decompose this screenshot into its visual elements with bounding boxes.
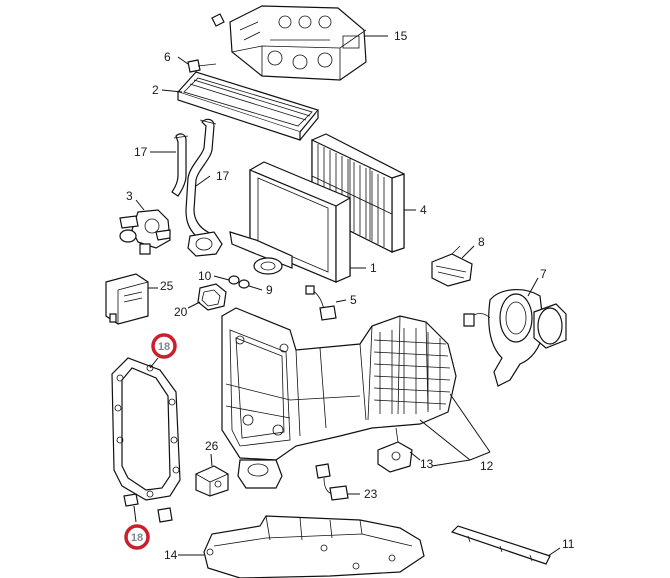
- label-18-bottom: 18: [131, 532, 143, 544]
- label-9: 9: [266, 283, 273, 297]
- label-20: 20: [174, 305, 188, 319]
- part-10-o-ring: [228, 275, 240, 285]
- label-7: 7: [540, 267, 547, 281]
- label-11: 11: [562, 537, 575, 551]
- label-12: 12: [480, 459, 494, 473]
- label-1: 1: [370, 261, 377, 275]
- label-15: 15: [394, 29, 408, 43]
- part-6-screw: [187, 59, 217, 73]
- label-18-top: 18: [158, 341, 170, 353]
- label-13: 13: [420, 457, 434, 471]
- part-18-gasket-frame: [111, 357, 181, 523]
- part-11-strip: [450, 525, 551, 565]
- part-25-module: [105, 273, 149, 325]
- part-5-sensor: [305, 285, 337, 321]
- label-26: 26: [205, 439, 219, 453]
- part-14-lower-housing: [203, 515, 425, 578]
- highlight-marker-top[interactable]: 18: [151, 333, 177, 359]
- label-8: 8: [478, 235, 485, 249]
- label-6: 6: [164, 50, 171, 64]
- label-23: 23: [364, 487, 378, 501]
- part-20-gasket: [197, 283, 227, 311]
- part-26-actuator: [195, 465, 229, 497]
- part-23-sensor: [315, 463, 349, 501]
- label-2: 2: [152, 83, 159, 97]
- part-12-hvac-housing: [221, 307, 457, 489]
- part-3-water-valve: [119, 209, 171, 255]
- label-14: 14: [164, 548, 178, 562]
- part-7-blower-motor: [463, 289, 567, 387]
- label-17-lower: 17: [216, 169, 230, 183]
- part-9-o-ring: [238, 279, 250, 289]
- part-8-resistor: [431, 245, 473, 287]
- part-15-control-unit: [211, 5, 367, 81]
- part-1-evaporator: [229, 161, 351, 283]
- part-17-heater-hoses: [171, 118, 223, 257]
- label-4: 4: [420, 203, 427, 217]
- label-5: 5: [350, 293, 357, 307]
- part-13-actuator: [377, 427, 413, 473]
- label-10: 10: [198, 269, 212, 283]
- label-17-upper: 17: [134, 145, 148, 159]
- highlight-marker-bottom[interactable]: 18: [124, 524, 150, 550]
- part-2-heater-core: [176, 71, 320, 141]
- label-3: 3: [126, 189, 133, 203]
- label-25: 25: [160, 279, 174, 293]
